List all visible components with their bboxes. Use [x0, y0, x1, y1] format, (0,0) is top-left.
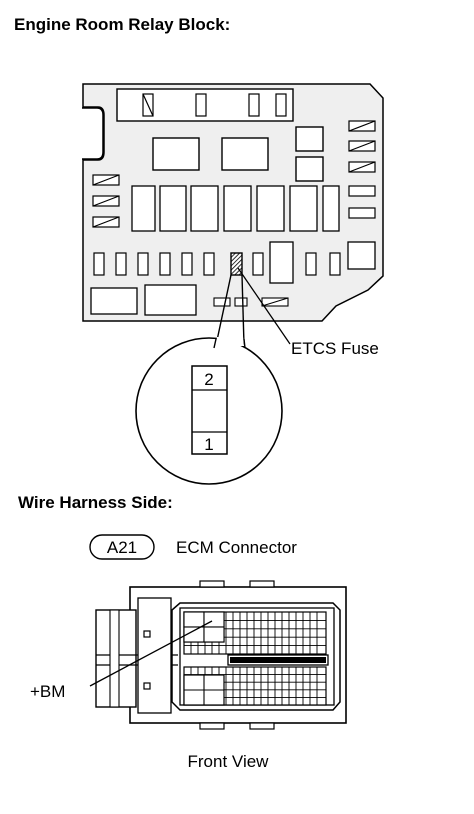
relay-row — [131, 185, 340, 232]
terminal-2-label: 2 — [204, 370, 213, 389]
fuse-column-left — [92, 174, 120, 228]
pin-block-upper — [183, 611, 327, 655]
ecm-connector — [95, 580, 347, 730]
connector-name: ECM Connector — [176, 538, 297, 557]
bm-leader — [89, 620, 213, 687]
etcs-fuse-leader — [237, 267, 291, 345]
etcs-fuse-label: ETCS Fuse — [291, 339, 379, 358]
fuse-row — [93, 241, 376, 284]
relay — [152, 137, 200, 171]
relay-block-board — [82, 83, 384, 322]
connector-code: A21 — [107, 538, 137, 557]
relay — [221, 137, 269, 171]
front-view-label: Front View — [188, 752, 270, 771]
fuse-enlarged — [191, 365, 228, 455]
harness-title: Wire Harness Side: — [18, 493, 173, 512]
pin-bm — [183, 611, 205, 628]
bm-pin-label: +BM — [30, 682, 65, 701]
fuse-column-right — [348, 120, 376, 219]
relay-block-title: Engine Room Relay Block: — [14, 15, 230, 34]
terminal-1-label: 1 — [204, 435, 213, 454]
pin-block-lower — [183, 666, 327, 706]
connector-code-badge — [89, 534, 155, 560]
etcs-fuse — [230, 252, 243, 276]
fuse-magnifier: 2 1 — [135, 274, 283, 485]
